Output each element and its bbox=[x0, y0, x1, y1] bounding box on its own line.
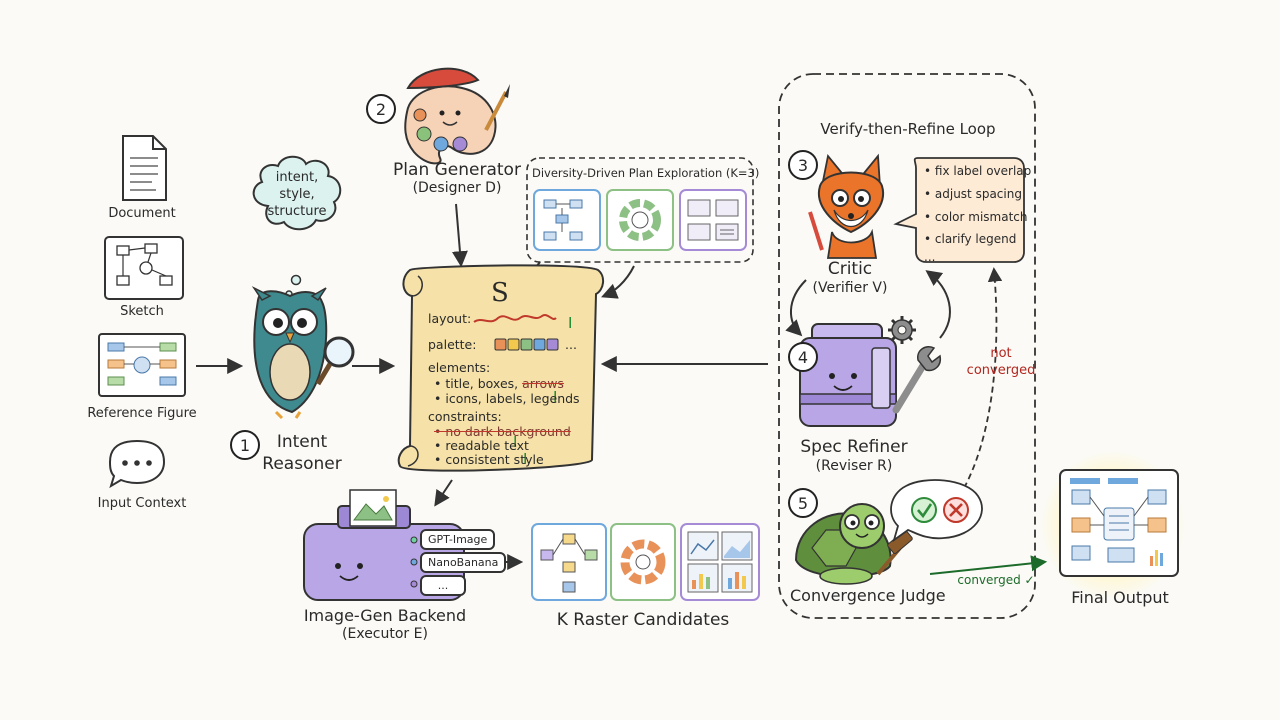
palette-swatch bbox=[546, 338, 559, 351]
layout-edit-caret: I bbox=[568, 314, 572, 332]
spec-constraints-label: constraints: bbox=[428, 409, 502, 424]
feedback-item: • adjust spacing bbox=[924, 186, 1022, 201]
plan-exploration-title: Diversity-Driven Plan Exploration (K=3) bbox=[532, 166, 760, 180]
arrow-critic-to-refiner bbox=[785, 279, 807, 337]
wrench-icon bbox=[892, 346, 942, 414]
input-context-label: Input Context bbox=[97, 496, 187, 511]
feedback-item: • color mismatch bbox=[924, 209, 1028, 224]
backend-model-gpt-image: GPT-Image bbox=[420, 529, 496, 550]
fox-critic-icon bbox=[808, 153, 885, 259]
arrow-spec-to-backend bbox=[434, 479, 453, 507]
feedback-list: • fix label overlap • adjust spacing • c… bbox=[924, 160, 1031, 263]
feedback-bubble bbox=[893, 157, 1025, 263]
backend-model-more: ... bbox=[420, 575, 466, 596]
feedback-item: • fix label overlap bbox=[924, 164, 1032, 178]
plan-thumb-flowchart bbox=[533, 189, 601, 251]
document-icon bbox=[122, 135, 167, 201]
backend-model-nanobanana: NanoBanana bbox=[420, 552, 507, 573]
not-converged-label: not converged bbox=[966, 346, 1036, 380]
backend-role: (Executor E) bbox=[342, 626, 428, 642]
layout-scribble bbox=[473, 314, 557, 323]
constraint-edit-caret-1: I bbox=[513, 433, 517, 451]
intent-reasoner-line-2: Reasoner bbox=[262, 454, 342, 475]
constraint-edit-caret-2: I bbox=[523, 450, 527, 468]
not-converged-line-1: not bbox=[990, 346, 1012, 361]
raster-candidate-dashboard bbox=[680, 523, 760, 601]
spec-constraint-1: • no dark background bbox=[434, 424, 571, 439]
arrow-generator-to-spec bbox=[451, 203, 468, 268]
not-converged-line-2: converged bbox=[966, 362, 1036, 378]
intent-bubble-line-2: style, bbox=[279, 186, 315, 202]
raster-candidate-flowchart bbox=[531, 523, 607, 601]
document-label: Document bbox=[108, 206, 176, 221]
check-icon bbox=[911, 497, 937, 523]
magnifier-icon bbox=[315, 336, 355, 386]
sketch-icon bbox=[104, 236, 184, 300]
plan-generator-role: (Designer D) bbox=[412, 180, 502, 196]
arrow-not-converged bbox=[963, 267, 1003, 489]
intent-thought-bubble bbox=[252, 155, 342, 298]
spec-layout-label: layout: bbox=[428, 311, 472, 326]
spec-symbol: S bbox=[491, 278, 509, 308]
spec-refiner-role: (Reviser R) bbox=[815, 458, 893, 474]
critic-name: Critic bbox=[827, 259, 873, 279]
final-output-label: Final Output bbox=[1071, 588, 1169, 607]
intent-reasoner-line-1: Intent bbox=[276, 432, 328, 452]
spec-palette-more: ... bbox=[565, 337, 577, 352]
elements-edit-caret: I bbox=[553, 388, 557, 406]
intent-bubble-text: intent, style, structure bbox=[258, 170, 336, 221]
backend-name: Image-Gen Backend bbox=[303, 606, 467, 625]
step-2-badge: 2 bbox=[366, 94, 396, 124]
arrow-refiner-to-critic bbox=[925, 270, 951, 339]
spec-element-2: • icons, labels, legends bbox=[434, 391, 580, 406]
palette-icon bbox=[404, 67, 510, 165]
converged-label: converged ✓ bbox=[957, 573, 1035, 587]
plan-exploration-box bbox=[526, 157, 754, 263]
plan-generator-name: Plan Generator bbox=[393, 160, 521, 180]
feedback-item: • clarify legend bbox=[924, 232, 1017, 247]
raster-candidate-cycle bbox=[610, 523, 676, 601]
step-4-badge: 4 bbox=[788, 342, 818, 372]
intent-bubble-line-3: structure bbox=[267, 203, 327, 219]
arrow-converged bbox=[929, 555, 1048, 575]
spec-refiner-name: Spec Refiner bbox=[800, 437, 908, 457]
cross-icon bbox=[943, 497, 969, 523]
spec-scroll bbox=[397, 264, 604, 472]
verify-loop-box bbox=[778, 73, 1036, 619]
spec-elements-label: elements: bbox=[428, 360, 491, 375]
arrow-exploration-to-spec-2 bbox=[601, 265, 635, 299]
step-3-badge: 3 bbox=[788, 150, 818, 180]
turtle-judge-icon bbox=[794, 503, 892, 585]
intent-reasoner-label: Intent Reasoner bbox=[262, 431, 342, 475]
feedback-item: ... bbox=[924, 250, 936, 265]
plan-thumb-cycle bbox=[606, 189, 674, 251]
gear-icon bbox=[888, 316, 916, 344]
spec-element-1-struck: arrows bbox=[522, 376, 564, 391]
spec-constraint-3: • consistent style bbox=[434, 452, 544, 467]
reference-figure-icon bbox=[98, 333, 186, 397]
final-output-figure bbox=[1059, 469, 1179, 577]
spec-palette-label: palette: bbox=[428, 337, 477, 352]
palette-swatches bbox=[494, 338, 559, 351]
owl-icon bbox=[251, 286, 328, 420]
sketch-label: Sketch bbox=[120, 304, 164, 319]
reference-figure-label: Reference Figure bbox=[87, 406, 197, 421]
toolbox-refiner-icon bbox=[799, 323, 897, 427]
step-5-badge: 5 bbox=[788, 488, 818, 518]
palette-swatch bbox=[507, 338, 520, 351]
palette-swatch bbox=[520, 338, 533, 351]
palette-swatch bbox=[494, 338, 507, 351]
critic-role: (Verifier V) bbox=[812, 280, 888, 296]
loop-title: Verify-then-Refine Loop bbox=[820, 120, 996, 138]
palette-swatch bbox=[533, 338, 546, 351]
step-1-badge: 1 bbox=[230, 430, 260, 460]
spec-constraint-2: • readable text bbox=[434, 438, 529, 453]
raster-candidates-label: K Raster Candidates bbox=[556, 610, 730, 630]
intent-bubble-line-1: intent, bbox=[275, 170, 319, 185]
convergence-judge-name: Convergence Judge bbox=[790, 586, 946, 605]
spec-element-1: • title, boxes, arrows bbox=[434, 376, 564, 391]
plan-thumb-grid bbox=[679, 189, 747, 251]
spec-element-1-kept: • title, boxes, bbox=[434, 376, 519, 391]
input-context-icon bbox=[108, 439, 166, 489]
